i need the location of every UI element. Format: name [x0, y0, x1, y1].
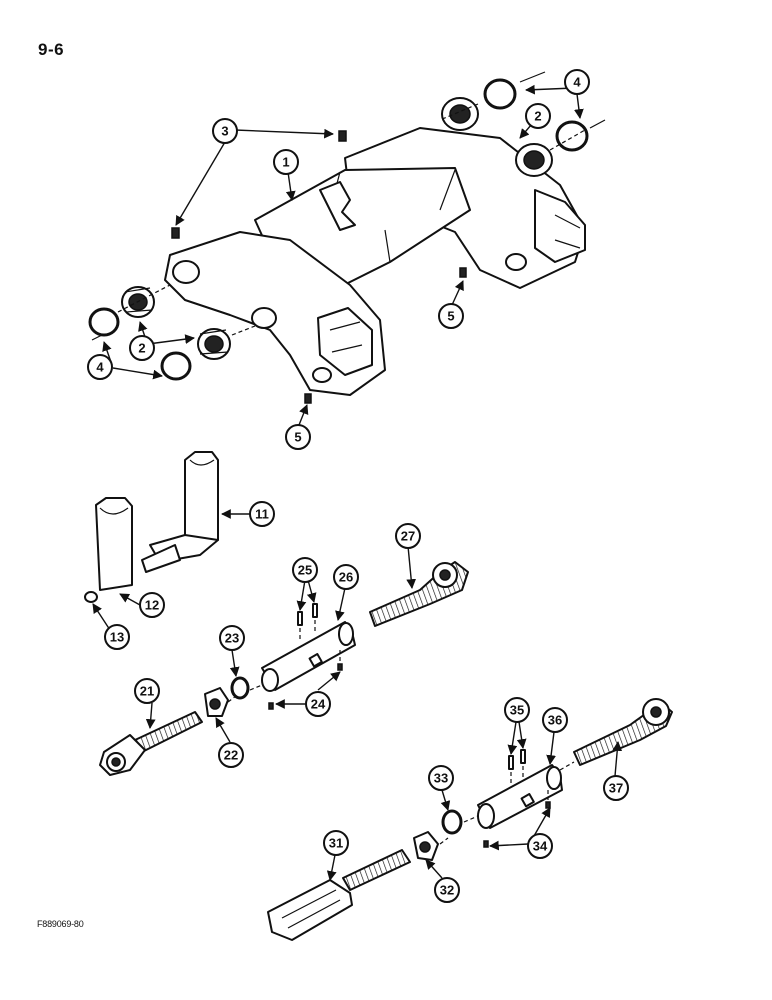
- svg-text:31: 31: [329, 836, 343, 851]
- svg-text:22: 22: [224, 748, 238, 763]
- snap-ring-left-upper: [88, 307, 120, 337]
- callout-4-left: 4: [87, 354, 113, 380]
- svg-text:36: 36: [548, 713, 562, 728]
- snap-ring-right-lower: [555, 120, 589, 152]
- bushing-right-lower: [515, 143, 553, 177]
- callout-36: 36: [542, 707, 568, 733]
- figure-code: F889069-80: [37, 919, 84, 929]
- right-arm-hole: [505, 253, 527, 271]
- svg-text:4: 4: [96, 360, 104, 375]
- grease-fitting-bottom: [304, 393, 312, 404]
- snap-ring-right-upper: [483, 78, 517, 110]
- callout-25: 25: [292, 557, 318, 583]
- callout-26: 26: [333, 564, 359, 590]
- slide-upright: [184, 451, 219, 546]
- svg-text:24: 24: [311, 697, 326, 712]
- bushing-right-upper: [441, 97, 479, 131]
- callout-13: 13: [104, 624, 130, 650]
- callout-27: 27: [395, 523, 421, 549]
- slide-block: [95, 497, 133, 591]
- svg-text:35: 35: [510, 703, 524, 718]
- left-arm-hole: [312, 367, 332, 383]
- right-arm-clevis: [534, 189, 586, 263]
- callout-2-left: 2: [129, 335, 155, 361]
- callout-32: 32: [434, 877, 460, 903]
- callout-33: 33: [428, 765, 454, 791]
- callout-11: 11: [249, 501, 275, 527]
- callout-5-left: 5: [285, 424, 311, 450]
- svg-text:5: 5: [447, 309, 454, 324]
- left-arm-bore-2: [251, 307, 277, 329]
- rod-end-21-thread: [134, 711, 203, 753]
- svg-text:3: 3: [221, 124, 228, 139]
- callout-24: 24: [305, 691, 331, 717]
- slide-pin: [141, 544, 181, 573]
- svg-text:32: 32: [440, 883, 454, 898]
- slide-assembly: [84, 451, 252, 631]
- svg-text:21: 21: [140, 684, 154, 699]
- svg-text:13: 13: [110, 630, 124, 645]
- grease-fitting-left: [171, 227, 180, 239]
- lift-beam-assembly: [88, 71, 606, 404]
- svg-text:34: 34: [533, 839, 548, 854]
- svg-text:25: 25: [298, 563, 312, 578]
- left-arm-clevis: [317, 307, 373, 376]
- callout-21: 21: [134, 678, 160, 704]
- svg-text:12: 12: [145, 598, 159, 613]
- callout-23: 23: [219, 625, 245, 651]
- callout-34: 34: [527, 833, 553, 859]
- callout-1: 1: [273, 149, 299, 175]
- svg-text:33: 33: [434, 771, 448, 786]
- callout-5-right: 5: [438, 303, 464, 329]
- callout-31: 31: [323, 830, 349, 856]
- left-arm-bore: [172, 260, 200, 284]
- callout-3: 3: [212, 118, 238, 144]
- washer-13: [84, 591, 98, 603]
- grease-fitting-right: [459, 267, 467, 278]
- callout-12: 12: [139, 592, 165, 618]
- page-number: 9-6: [38, 40, 65, 59]
- grease-fitting-top: [338, 130, 347, 142]
- beam-break: [319, 181, 356, 231]
- clevis-31-thread: [342, 849, 411, 891]
- svg-text:26: 26: [339, 570, 353, 585]
- svg-text:2: 2: [534, 109, 541, 124]
- svg-text:5: 5: [294, 430, 301, 445]
- callout-22: 22: [218, 742, 244, 768]
- snap-ring-left-lower: [160, 351, 192, 381]
- svg-text:23: 23: [225, 631, 239, 646]
- lower-link-assembly: [267, 698, 673, 941]
- svg-text:4: 4: [573, 75, 581, 90]
- svg-text:27: 27: [401, 529, 415, 544]
- svg-text:2: 2: [138, 341, 145, 356]
- svg-text:11: 11: [255, 507, 269, 522]
- callout-35: 35: [504, 697, 530, 723]
- callout-2-right: 2: [525, 103, 551, 129]
- bushing-left-lower: [197, 328, 231, 360]
- callout-37: 37: [603, 775, 629, 801]
- clevis-31: [267, 879, 353, 941]
- callout-4-right: 4: [564, 69, 590, 95]
- svg-text:1: 1: [282, 155, 289, 170]
- upper-link-assembly: [99, 545, 469, 776]
- svg-text:37: 37: [609, 781, 623, 796]
